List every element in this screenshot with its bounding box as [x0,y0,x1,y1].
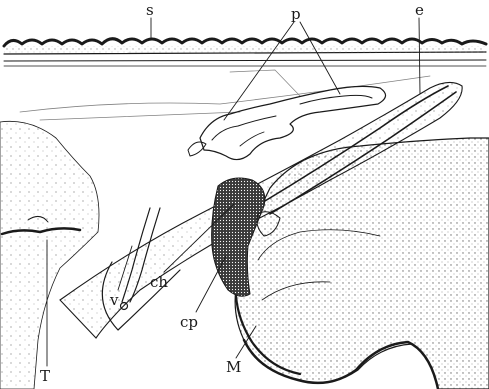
label-cp: cp [180,313,198,331]
membrane-lines [20,70,430,120]
label-ch: ch [150,273,168,291]
label-s: s [146,1,154,19]
label-e: e [415,1,424,19]
label-p: p [291,5,301,23]
label-v: v [109,291,119,309]
left-block [0,121,99,389]
label-M: M [226,358,241,376]
label-T: T [40,367,50,385]
surface-band [4,39,486,66]
